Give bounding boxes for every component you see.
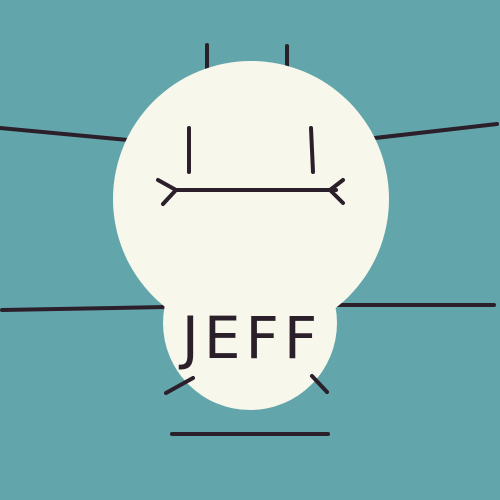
robot-head-icon: [0, 43, 499, 436]
wire-lower-left: [0, 305, 168, 312]
head-lower: [163, 236, 337, 410]
wire-upper-left: [0, 126, 130, 142]
mouth-end-left: [156, 178, 178, 206]
head-upper: [113, 61, 389, 337]
wire-upper-right: [373, 122, 499, 140]
mouth-end-right: [328, 178, 345, 205]
name-label: JEFF: [179, 304, 322, 372]
foot-right: [310, 374, 329, 394]
foot-left: [164, 376, 195, 395]
eye-right: [309, 126, 315, 174]
